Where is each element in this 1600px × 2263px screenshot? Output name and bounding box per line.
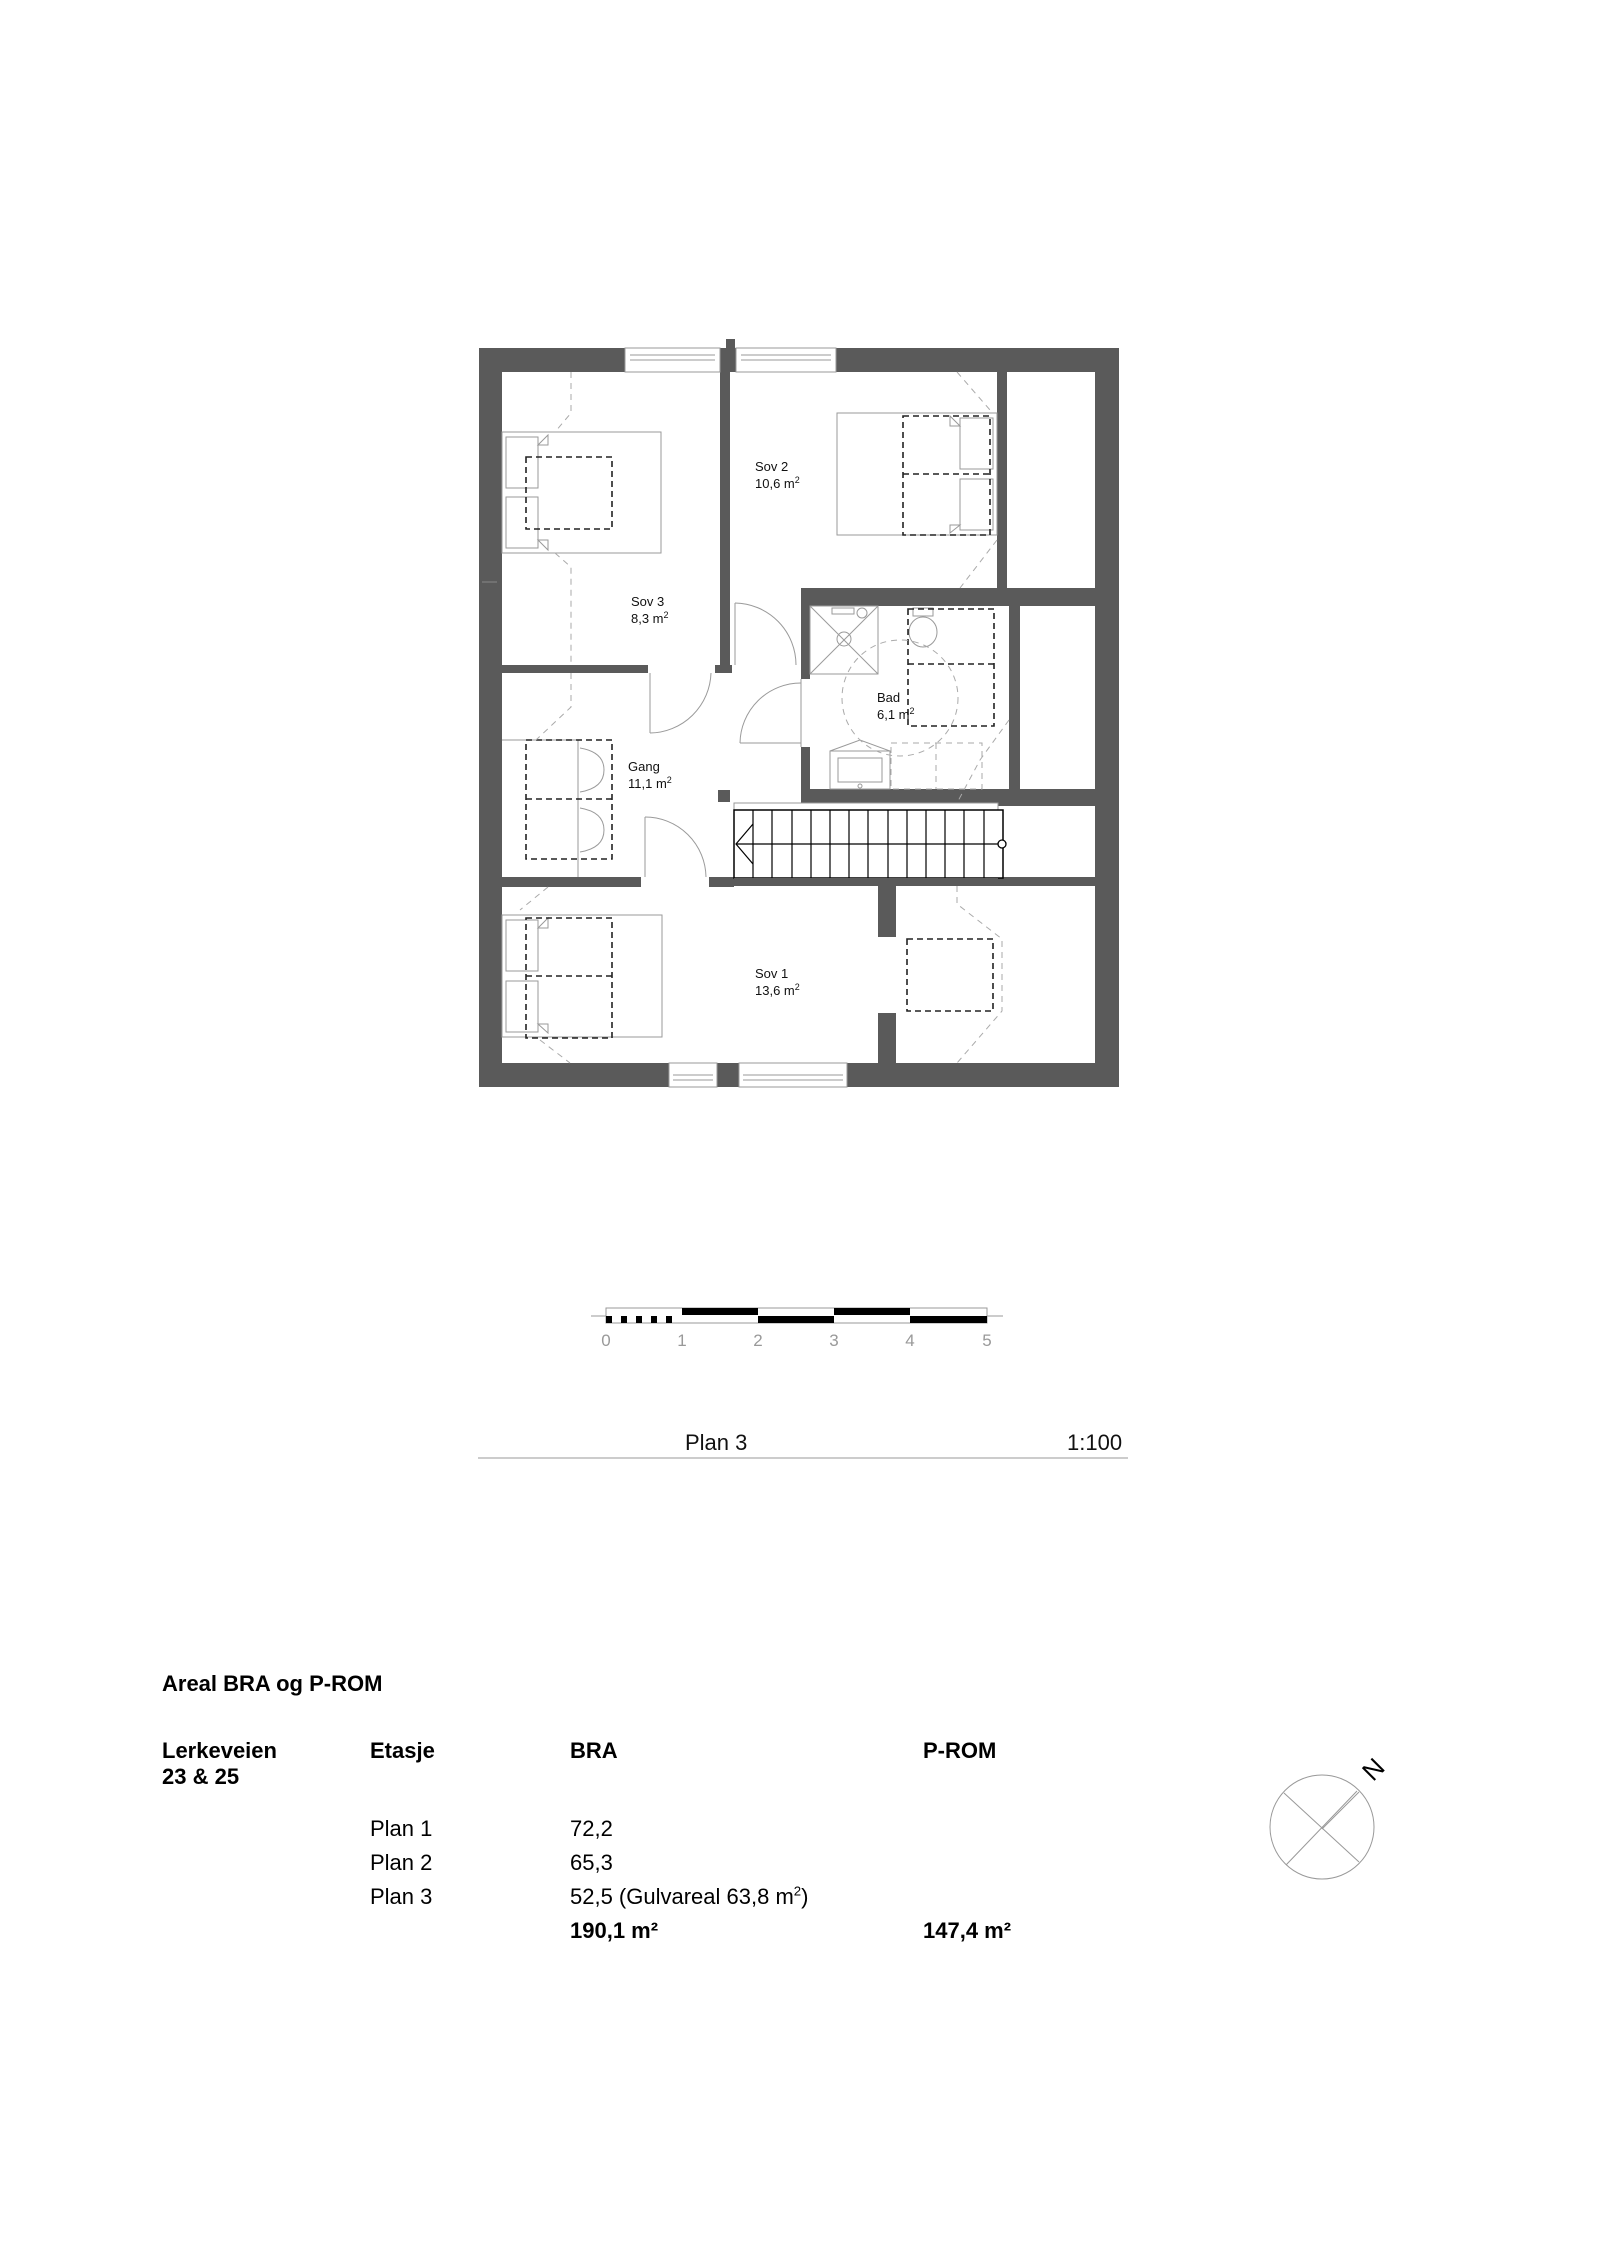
row-bra-plan3: 52,5 (Gulvareal 63,8 m2) (570, 1883, 809, 1909)
row-floor-plan2: Plan 2 (370, 1850, 433, 1875)
row-floor-plan3: Plan 3 (370, 1884, 433, 1909)
header-bra: BRA (570, 1738, 618, 1763)
furniture (501, 412, 998, 1038)
plan-scale: 1:100 (1067, 1430, 1123, 1455)
room-name-bad: Bad (877, 690, 900, 705)
address-line-1: Lerkeveien (162, 1738, 277, 1763)
north-label: N (1356, 1752, 1390, 1786)
room-area-sov2: 10,6 m2 (755, 475, 800, 491)
row-bra-plan1: 72,2 (570, 1816, 613, 1841)
scale-tick-4: 4 (905, 1331, 914, 1350)
room-labels: Sov 3 8,3 m2 Sov 2 10,6 m2 Bad 6,1 m2 Ga… (628, 459, 915, 998)
windows (624, 347, 848, 1088)
row-floor-plan1: Plan 1 (370, 1816, 433, 1841)
total-bra: 190,1 m² (570, 1918, 659, 1943)
row-bra-plan2: 65,3 (570, 1850, 613, 1875)
stair (733, 802, 1007, 886)
room-name-sov3: Sov 3 (631, 594, 664, 609)
floor-plan: Sov 3 8,3 m2 Sov 2 10,6 m2 Bad 6,1 m2 Ga… (479, 339, 1119, 1088)
plan-title: Plan 3 (685, 1430, 748, 1455)
address-line-2: 23 & 25 (162, 1764, 240, 1789)
room-area-bad: 6,1 m2 (877, 706, 915, 722)
dashed-fixtures (525, 415, 995, 1039)
slope-lines (519, 371, 1010, 1064)
room-name-gang: Gang (628, 759, 660, 774)
scale-tick-3: 3 (829, 1331, 838, 1350)
header-prom: P-ROM (923, 1738, 997, 1763)
area-table-title: Areal BRA og P-ROM (162, 1671, 383, 1696)
scale-tick-0: 0 (601, 1331, 610, 1350)
scale-tick-5: 5 (982, 1331, 991, 1350)
room-area-sov1: 13,6 m2 (755, 982, 800, 998)
room-area-gang: 11,1 m2 (628, 775, 672, 791)
scale-tick-1: 1 (677, 1331, 686, 1350)
room-name-sov1: Sov 1 (755, 966, 788, 981)
total-prom: 147,4 m² (923, 1918, 1012, 1943)
room-area-sov3: 8,3 m2 (631, 610, 669, 626)
scale-bar: 0 1 2 3 4 5 (591, 1307, 1003, 1350)
room-name-sov2: Sov 2 (755, 459, 788, 474)
header-floor: Etasje (370, 1738, 435, 1763)
walls (479, 339, 1119, 1087)
scale-tick-2: 2 (753, 1331, 762, 1350)
north-compass: N (1269, 1752, 1391, 1880)
